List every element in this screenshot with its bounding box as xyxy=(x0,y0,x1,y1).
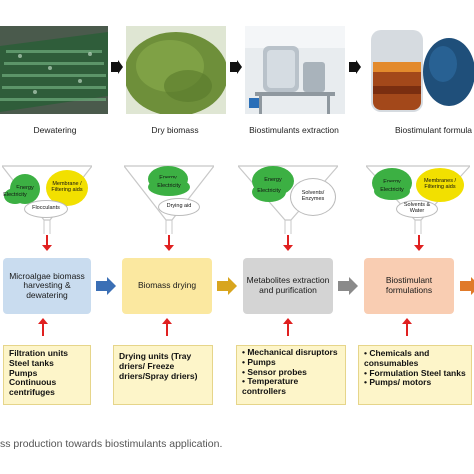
flow-arrow-icon xyxy=(111,60,123,79)
solvents-water-bubble: Solvents & Water xyxy=(396,200,438,218)
equipment-item: • Mechanical disruptors xyxy=(242,347,338,357)
electricity-bubble: Electricity xyxy=(148,178,190,196)
equipment-item-text: Sensor probes xyxy=(247,366,307,377)
process-flow-arrow-icon xyxy=(460,277,474,300)
stage-label-dewatering: Dewatering xyxy=(33,125,77,135)
solvents-enzymes-bubble: Solvents/ Enzymes xyxy=(290,178,336,216)
equipment-arrow-icon xyxy=(162,318,172,336)
input-arrow-icon xyxy=(42,235,52,251)
input-arrow-icon xyxy=(414,235,424,251)
equipment-item: Continuous centrifuges xyxy=(9,377,57,398)
equipment-item: • Pumps/ motors xyxy=(364,377,432,388)
electricity-bubble: Electricity xyxy=(3,188,27,204)
equipment-item: • Chemicals and consumables xyxy=(364,348,430,368)
equipment-item: Steel tanks xyxy=(9,357,54,368)
stage-label-dry-biomass: Dry biomass xyxy=(151,125,199,135)
equipment-box-extraction: • Mechanical disruptors • Pumps • Sensor… xyxy=(236,345,346,405)
stage-label-formulation: Biostimulant formula xyxy=(395,125,473,135)
process-label: Biostimulant formulations xyxy=(385,275,433,295)
equipment-item-text: Chemicals and consumables xyxy=(364,348,430,368)
figure-caption: ss production towards biostimulants appl… xyxy=(0,438,223,450)
membranes-bubble: Membranes / Filtering aids xyxy=(416,168,464,202)
process-label: Microalgae biomass harvesting & dewateri… xyxy=(9,270,85,300)
equipment-item: • Formulation Steel tanks xyxy=(364,367,466,378)
dry-biomass-photo xyxy=(126,26,226,114)
equipment-box-formulation: • Chemicals and consumables • Formulatio… xyxy=(358,345,472,405)
flow-arrow-icon xyxy=(349,60,361,79)
process-flow-arrow-icon xyxy=(217,277,237,300)
input-funnel: Energy Electricity Solvents/ Enzymes xyxy=(238,158,338,234)
equipment-item-text: Temperature controllers xyxy=(242,376,299,397)
equipment-item-text: Pumps xyxy=(247,356,276,367)
dewatering-photo xyxy=(0,26,108,114)
equipment-item: • Temperature controllers xyxy=(242,376,299,397)
process-harvesting-box: Microalgae biomass harvesting & dewateri… xyxy=(3,258,91,314)
drying-aid-bubble: Drying aid xyxy=(158,198,200,216)
equipment-item: Pumps xyxy=(9,367,38,378)
input-arrow-icon xyxy=(283,235,293,251)
electricity-bubble: Electricity xyxy=(252,182,286,202)
electricity-bubble: Electricity xyxy=(374,182,410,200)
flow-arrow-icon xyxy=(230,60,242,79)
equipment-box-harvesting: Filtration units Steel tanks Pumps Conti… xyxy=(3,345,91,405)
input-funnel: Energy Membrane / Filtering aids Electri… xyxy=(2,158,92,234)
equipment-item: • Sensor probes xyxy=(242,366,307,377)
equipment-arrow-icon xyxy=(38,318,48,336)
equipment-arrow-icon xyxy=(283,318,293,336)
input-funnel: Energy Electricity Membranes / Filtering… xyxy=(366,158,470,234)
biostimulant-formulation-photo xyxy=(365,26,474,114)
extraction-equipment-photo xyxy=(245,26,345,114)
equipment-item-text: Mechanical disruptors xyxy=(247,347,338,357)
process-flow-arrow-icon xyxy=(96,277,116,300)
equipment-arrow-icon xyxy=(402,318,412,336)
input-arrow-icon xyxy=(164,235,174,251)
equipment-item-text: Pumps/ motors xyxy=(369,377,432,388)
stage-label-extraction: Biostimulants extraction xyxy=(249,125,339,135)
input-funnel: Energy Electricity Drying aid xyxy=(124,158,214,234)
process-flow-arrow-icon xyxy=(338,277,358,300)
equipment-item: Drying units (Tray driers/ Freeze driers… xyxy=(119,351,198,381)
equipment-item-text: Formulation Steel tanks xyxy=(369,367,466,378)
process-label: Biomass drying xyxy=(137,280,197,291)
equipment-item: • Pumps xyxy=(242,356,276,367)
process-formulation-box: Biostimulant formulations xyxy=(364,258,454,314)
process-label: Metabolites extraction and purification xyxy=(246,275,330,295)
process-drying-box: Biomass drying xyxy=(122,258,212,314)
equipment-item: Filtration units xyxy=(9,348,69,358)
equipment-box-drying: Drying units (Tray driers/ Freeze driers… xyxy=(113,345,213,405)
process-extraction-box: Metabolites extraction and purification xyxy=(243,258,333,314)
flocculants-bubble: Flocculants xyxy=(24,200,68,218)
